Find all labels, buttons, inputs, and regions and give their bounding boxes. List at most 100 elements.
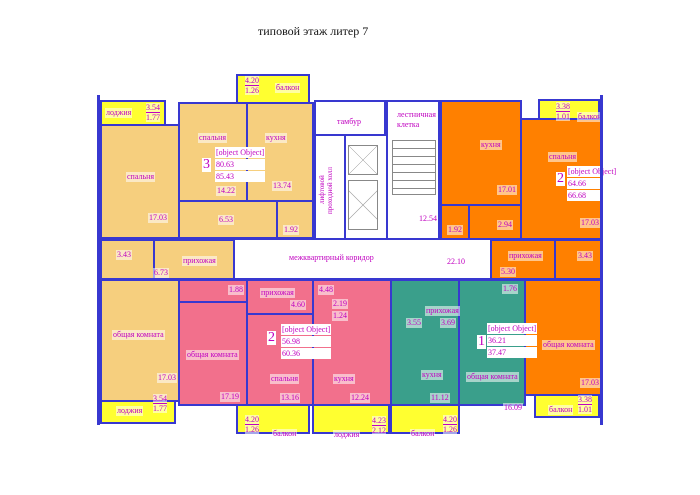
apt-c-living-area: 16.09 xyxy=(503,403,523,413)
apt-d-wc-area: 1.92 xyxy=(447,225,463,235)
apt-c-balcony-label: балкон xyxy=(410,429,436,439)
common-stair-area: 12.54 xyxy=(418,214,438,224)
apt-c-kitchen-label: кухня xyxy=(421,370,443,380)
apt-a-living-label: общая комната xyxy=(112,330,165,340)
wall-0 xyxy=(97,95,100,425)
apt-b-hall-area: 4.48 xyxy=(318,285,334,295)
apt-b-logia-label: лоджия xyxy=(333,430,361,440)
area-top: 3.38 xyxy=(578,395,592,405)
apt-c-entry-area: 3.69 xyxy=(440,318,456,328)
wall-1 xyxy=(600,95,603,425)
apt-d-bath-area: 2.94 xyxy=(497,220,513,230)
apt-a-bed2-label: спальня xyxy=(198,133,228,143)
apt-d-bath2-area: 3.43 xyxy=(577,251,593,261)
common-corridor: межквартирный коридор xyxy=(288,253,375,263)
apt-b-kitchen-label: кухня xyxy=(333,374,355,384)
area-top: 4.23 xyxy=(372,416,386,426)
apt-d-entry-area: 5.30 xyxy=(500,267,516,277)
apt-b-entry-area: 4.60 xyxy=(290,300,306,310)
apt-a-entry-area: 6.73 xyxy=(153,268,169,278)
area-top: 4.20 xyxy=(443,415,457,425)
apt-a-living xyxy=(100,279,180,402)
apt-a-logia-top-label: лоджия xyxy=(105,108,133,118)
apt-a-kitchen-label: кухня xyxy=(265,133,287,143)
apt-d-bathroom xyxy=(468,204,522,240)
apt-b-bath-area: 2.19 xyxy=(332,299,348,309)
lift-hall xyxy=(314,134,346,240)
area-total: 80.63 xyxy=(215,159,266,170)
area-total: 64.66 xyxy=(567,178,618,189)
apt-c-room-count: 1 xyxy=(477,334,486,349)
apt-d-balcony-top-label: балкон xyxy=(577,112,603,122)
apt-a-bed1-area: 17.03 xyxy=(148,213,168,223)
area-total-bal: 85.43 xyxy=(215,171,266,182)
area-top: 3.54 xyxy=(146,103,160,113)
apt-c-entry-label: прихожая xyxy=(425,306,460,316)
wall-2 xyxy=(97,238,233,241)
apt-d-entry-label: прихожая xyxy=(508,251,543,261)
area-living: [object Object] xyxy=(215,147,266,158)
apt-a-logia-bottom-label: лоджия xyxy=(116,406,144,416)
apt-d-living-label: общая комната xyxy=(542,340,595,350)
apt-b-closet-area: 1.88 xyxy=(228,285,244,295)
apt-d-room-count: 2 xyxy=(556,171,565,186)
apt-b-bed-label: спальня xyxy=(270,374,300,384)
apt-d-bed-area: 17.03 xyxy=(580,218,600,228)
apt-c-living-label: общая комната xyxy=(466,372,519,382)
apt-d-living-area: 17.03 xyxy=(580,378,600,388)
apt-c-bath-area: 3.55 xyxy=(406,318,422,328)
area-bottom: 2.12 xyxy=(372,426,386,435)
apt-a-wc-area: 3.43 xyxy=(116,250,132,260)
apt-a-bed1-label: спальня xyxy=(126,172,156,182)
apt-a-bath-area: 1.92 xyxy=(283,225,299,235)
area-top: 3.54 xyxy=(153,394,167,404)
area-living: [object Object] xyxy=(567,166,618,177)
common-tambur: тамбур xyxy=(336,117,362,127)
apt-a-room-count: 3 xyxy=(202,157,211,172)
apt-b-living-area: 17.19 xyxy=(220,392,240,402)
area-total-bal: 60.36 xyxy=(281,348,332,359)
area-bottom: 1.77 xyxy=(153,404,167,413)
apt-b-entry-label: прихожая xyxy=(260,288,295,298)
area-total: 56.98 xyxy=(281,336,332,347)
area-living: [object Object] xyxy=(281,324,332,335)
apt-b-bed-area: 13.16 xyxy=(280,393,300,403)
apt-a-hall-area: 6.53 xyxy=(218,215,234,225)
area-top: 4.20 xyxy=(245,76,259,86)
apt-b-living-label: общая комната xyxy=(186,350,239,360)
apt-b-kitchen-area: 12.24 xyxy=(350,393,370,403)
wall-3 xyxy=(490,238,602,241)
apt-c-kitchen-area: 11.12 xyxy=(430,393,450,403)
plan-title: типовой этаж литер 7 xyxy=(258,24,369,38)
apt-a-kitchen-area: 13.74 xyxy=(272,181,292,191)
area-bottom: 1.01 xyxy=(578,405,592,414)
apt-d-kitchen-area: 17.01 xyxy=(497,185,517,195)
area-bottom: 1.26 xyxy=(245,425,259,434)
apt-c-kitchen xyxy=(390,279,460,406)
apt-a-balcony-label: балкон xyxy=(275,83,301,93)
wall-4 xyxy=(97,278,602,281)
apt-a-living-area: 17.03 xyxy=(157,373,177,383)
apt-d-balcony-bottom-label: балкон xyxy=(548,405,574,415)
apt-d-bed-label: спальня xyxy=(548,152,578,162)
lift-hall-label: лифтовой проходной холл xyxy=(318,166,334,214)
apt-b-room-count: 2 xyxy=(267,330,276,345)
area-total-bal: 37.47 xyxy=(487,347,538,358)
lift-large xyxy=(348,180,378,230)
area-total: 36.21 xyxy=(487,335,538,346)
area-top: 4.20 xyxy=(245,415,259,425)
lift-small xyxy=(348,145,378,175)
apt-d-kitchen-label: кухня xyxy=(480,140,502,150)
area-total-bal: 66.68 xyxy=(567,190,618,201)
